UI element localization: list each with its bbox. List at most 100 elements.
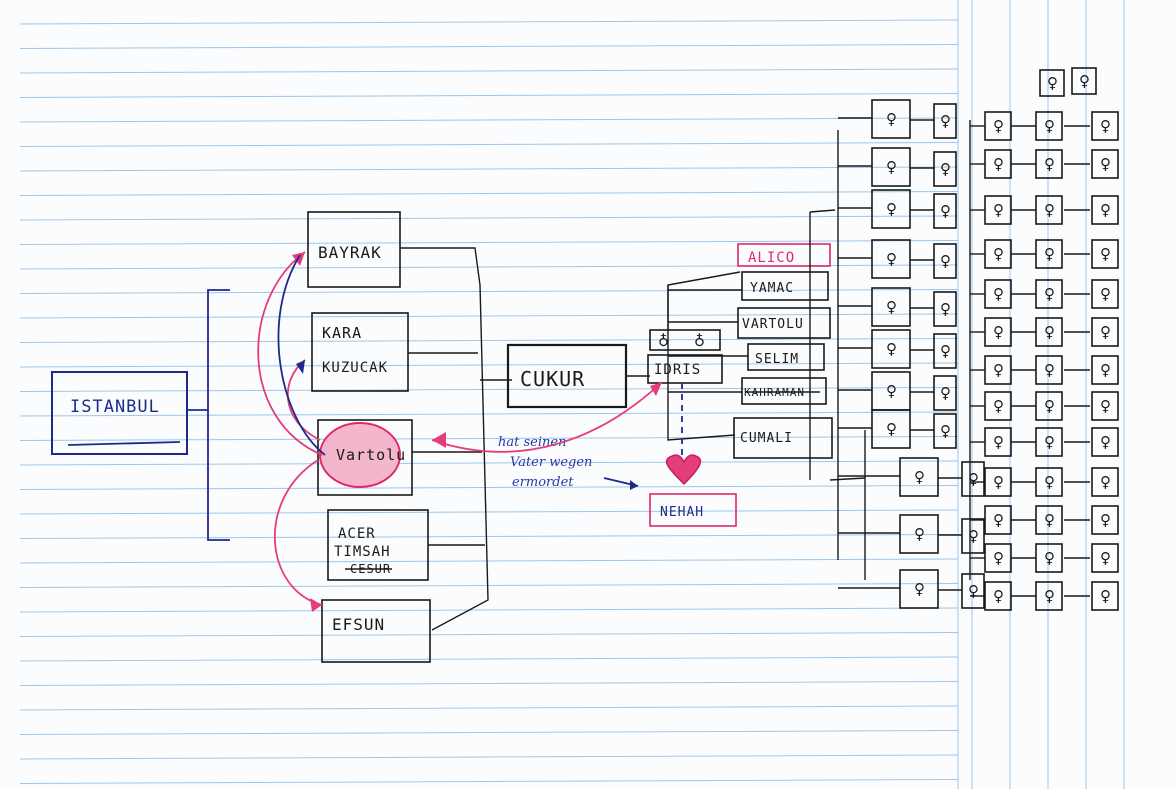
leader-label: IDRIS — [654, 362, 701, 378]
ruled-line — [19, 607, 959, 613]
person-icon: ♀ — [1044, 549, 1055, 567]
margin-rules — [957, 0, 1125, 789]
descendant-box — [1091, 111, 1119, 141]
ruled-line — [19, 44, 959, 49]
leader-icon-2: ♁ — [694, 332, 705, 350]
note-line-2: Vater wegen — [510, 455, 592, 470]
person-icon: ♀ — [940, 342, 951, 360]
person-icon: ♀ — [1047, 74, 1058, 92]
ruled-line — [19, 19, 959, 25]
person-icon: ♀ — [993, 285, 1004, 303]
descendant-box — [871, 189, 911, 229]
descendant-box — [1091, 355, 1119, 385]
person-icon: ♀ — [993, 117, 1004, 135]
descendant-box — [871, 239, 911, 279]
person-icon: ♀ — [1100, 549, 1111, 567]
descendant-box — [899, 457, 939, 497]
person-icon: ♀ — [993, 511, 1004, 529]
ruled-line — [19, 142, 959, 147]
person-icon: ♀ — [1100, 473, 1111, 491]
child-alico-label: ALICO — [748, 250, 795, 266]
person-icon: ♀ — [940, 112, 951, 130]
person-icon: ♀ — [1100, 155, 1111, 173]
descendant-box — [961, 461, 985, 497]
ruled-line — [19, 583, 959, 588]
descendant-box — [1091, 317, 1119, 347]
person-icon: ♀ — [1044, 245, 1055, 263]
ruled-line — [19, 387, 959, 392]
person-icon: ♀ — [886, 200, 897, 218]
ruled-line — [19, 730, 959, 735]
ruled-line — [19, 681, 959, 686]
descendant-box — [1091, 195, 1119, 225]
person-icon: ♀ — [886, 250, 897, 268]
ruled-line — [19, 705, 959, 711]
family-kara-label-2: KUZUCAK — [322, 360, 388, 376]
leader-icon-1: ♁ — [658, 332, 669, 350]
note-line-1: hat seinen — [498, 435, 566, 450]
descendant-box — [899, 514, 939, 554]
child-yamac-label: YAMAC — [750, 281, 794, 296]
person-icon: ♀ — [1100, 361, 1111, 379]
person-icon: ♀ — [1100, 117, 1111, 135]
person-icon: ♀ — [993, 361, 1004, 379]
descendant-box — [933, 375, 957, 411]
ruled-line — [19, 166, 959, 172]
ruled-line — [19, 436, 959, 441]
ruled-line — [19, 215, 959, 221]
person-icon: ♀ — [993, 245, 1004, 263]
leader-node: ♁ ♁ IDRIS — [647, 271, 741, 460]
person-icon: ♀ — [1100, 397, 1111, 415]
child-selim-label: SELIM — [755, 352, 799, 367]
descendant-box — [933, 413, 957, 449]
person-icon: ♀ — [1100, 433, 1111, 451]
descendant-box — [933, 103, 957, 139]
family-bayrak-label: BAYRAK — [318, 243, 382, 262]
descendant-box — [1091, 581, 1119, 611]
family-efsun-label: EFSUN — [332, 615, 385, 634]
descendant-box — [1071, 67, 1097, 95]
child-vartolu-label: VARTOLU — [742, 317, 804, 332]
ruled-line — [19, 313, 959, 319]
descendant-box — [899, 569, 939, 609]
descendant-box — [1091, 239, 1119, 269]
heart-icon — [666, 454, 702, 485]
relation-arrows — [257, 251, 663, 612]
person-icon: ♀ — [1100, 511, 1111, 529]
person-icon: ♀ — [1044, 473, 1055, 491]
person-icon: ♀ — [914, 468, 925, 486]
family-column: BAYRAK KARA KUZUCAK Vartolu ACER TIMSAH … — [307, 211, 512, 663]
family-kara-label-1: KARA — [322, 324, 362, 342]
family-vartolu-label: Vartolu — [336, 446, 406, 464]
person-icon: ♀ — [1044, 397, 1055, 415]
ruled-line — [19, 754, 959, 760]
descendant-box — [933, 243, 957, 279]
person-icon: ♀ — [886, 298, 897, 316]
ruled-line — [19, 289, 959, 294]
person-icon: ♀ — [993, 155, 1004, 173]
person-icon: ♀ — [993, 323, 1004, 341]
ruled-line — [19, 338, 959, 343]
descendant-box — [1091, 505, 1119, 535]
person-icon: ♀ — [940, 422, 951, 440]
ruled-line — [19, 656, 959, 662]
person-icon: ♀ — [886, 340, 897, 358]
ruled-line — [19, 93, 959, 98]
spouse-node: NEHAH — [649, 454, 737, 527]
ruled-line — [19, 558, 959, 564]
descendant-box — [961, 573, 985, 609]
descendant-box — [871, 147, 911, 187]
note-line-3: ermordet — [512, 475, 574, 490]
family-acer-label-2: TIMSAH — [334, 544, 391, 560]
descendant-box — [1039, 69, 1065, 97]
person-icon: ♀ — [1079, 72, 1090, 90]
descendant-box — [871, 99, 911, 139]
person-icon: ♀ — [1044, 155, 1055, 173]
person-icon: ♀ — [993, 397, 1004, 415]
grandchildren: ♀♀♀♀♀♀♀♀♀♀♀♀♀♀♀♀♀♀♀♀♀♀♀♀♀♀♀♀♀♀♀♀♀♀♀♀♀♀♀♀… — [809, 67, 1119, 611]
person-icon: ♀ — [1044, 117, 1055, 135]
ruled-line — [19, 509, 959, 515]
person-icon: ♀ — [993, 587, 1004, 605]
descendant-box — [871, 409, 911, 449]
person-icon: ♀ — [968, 470, 979, 488]
